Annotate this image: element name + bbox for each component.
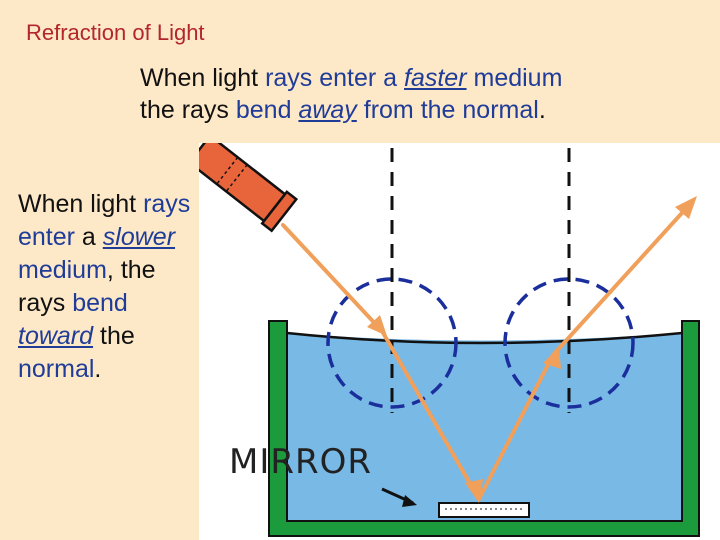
away-word: away xyxy=(298,96,357,124)
angle-circle-right xyxy=(503,277,635,409)
slide-title: Refraction of Light xyxy=(26,20,205,45)
angle-circle-left xyxy=(326,277,458,409)
ray-arrowheads xyxy=(367,196,697,503)
mirror xyxy=(438,502,530,518)
slower-word: slower xyxy=(102,223,176,251)
water xyxy=(287,333,682,521)
mirror-label: MIRROR xyxy=(229,442,372,482)
toward-word: toward xyxy=(18,322,94,350)
slower-medium-statement: When light rays enter a slower medium, t… xyxy=(18,190,191,383)
faster-medium-statement: When light rays enter a faster medium th… xyxy=(140,64,563,124)
light-ray xyxy=(281,201,693,501)
faster-word: faster xyxy=(404,64,467,92)
tank-rim xyxy=(286,331,683,345)
tank-inner-edge xyxy=(286,333,683,522)
refraction-illustration: MIRROR xyxy=(199,143,720,540)
flashlight xyxy=(199,143,299,233)
